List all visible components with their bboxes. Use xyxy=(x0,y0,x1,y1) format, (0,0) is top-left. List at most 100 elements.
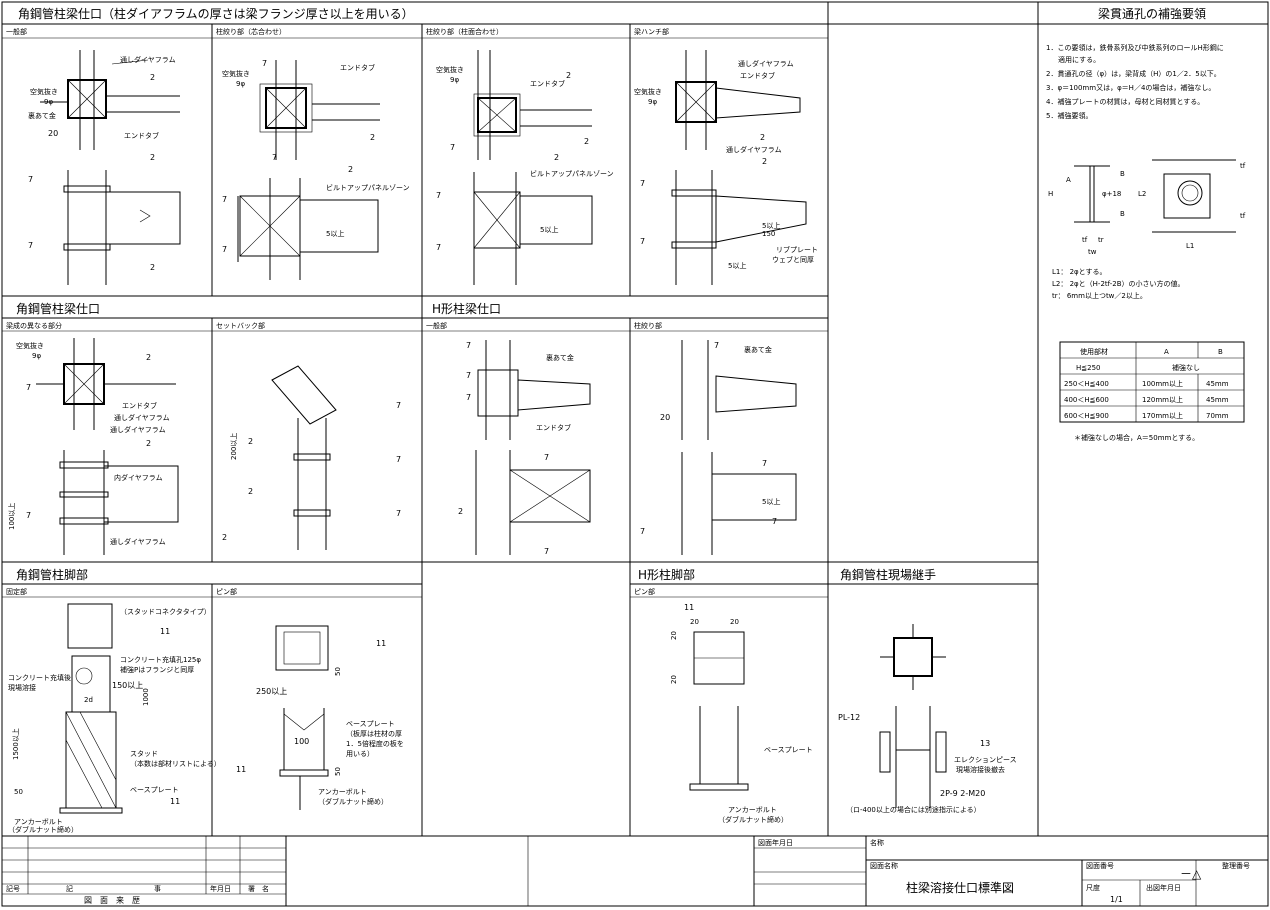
svg-text:9φ: 9φ xyxy=(44,98,53,106)
row2-label-diff-depth: 梁成の異なる部分 xyxy=(6,321,62,330)
svg-text:7: 7 xyxy=(396,509,401,518)
title-block: 記号 記 事 年月日 署 名 図 面 来 歴 図面年月日 名称 図面名称 柱梁溶… xyxy=(2,836,1268,906)
svg-text:L2: L2 xyxy=(1138,190,1146,198)
svg-text:400＜H≦600: 400＜H≦600 xyxy=(1064,396,1109,404)
svg-text:裏あて金: 裏あて金 xyxy=(744,345,772,354)
svg-text:7: 7 xyxy=(466,371,471,380)
svg-text:tf: tf xyxy=(1240,162,1246,170)
svg-text:20: 20 xyxy=(730,618,739,626)
svg-text:通しダイヤフラム: 通しダイヤフラム xyxy=(110,537,166,546)
svg-text:ベースプレート: ベースプレート xyxy=(764,746,813,754)
svg-text:尺度: 尺度 xyxy=(1086,883,1100,892)
row1-label-haunch: 梁ハンチ部 xyxy=(634,27,669,36)
svg-text:7: 7 xyxy=(396,401,401,410)
svg-text:20: 20 xyxy=(670,631,678,640)
svg-text:2: 2 xyxy=(762,157,767,166)
svg-text:tr： 6mm以上つtw／2以上。: tr： 6mm以上つtw／2以上。 xyxy=(1052,291,1147,300)
svg-text:20: 20 xyxy=(690,618,699,626)
svg-text:通しダイヤフラム: 通しダイヤフラム xyxy=(110,425,166,434)
detail-haunch: 通しダイヤフラム エンドタブ 空気抜き 9φ 2 通しダイヤフラム 2 150 … xyxy=(634,50,818,285)
svg-text:5以上: 5以上 xyxy=(762,497,780,506)
svg-text:7: 7 xyxy=(762,459,767,468)
svg-text:署 名: 署 名 xyxy=(248,884,269,893)
svg-text:H≦250: H≦250 xyxy=(1076,364,1101,372)
detail-general-joint: 通しダイヤフラム 2 空気抜き 9φ 裏あて金 エンドタブ 20 2 7 7 2 xyxy=(28,50,181,285)
detail-h-pin-base: 11 20 20 20 20 ベースプレート アンカーボルト （ダブルナット締め… xyxy=(670,603,813,824)
row2-section-left: 角鋼管柱梁仕口 xyxy=(16,301,100,316)
svg-text:（ロ-400以上の場合には別途指示による）: （ロ-400以上の場合には別途指示による） xyxy=(846,805,981,814)
svg-text:年月日: 年月日 xyxy=(210,884,231,893)
svg-text:70mm: 70mm xyxy=(1206,412,1229,420)
svg-text:45mm: 45mm xyxy=(1206,380,1229,388)
svg-text:20: 20 xyxy=(48,129,58,138)
svg-text:9φ: 9φ xyxy=(32,352,41,360)
svg-text:1．この要領は，鉄骨系列及び中鉄系列のロールH形鋼に: 1．この要領は，鉄骨系列及び中鉄系列のロールH形鋼に xyxy=(1046,43,1224,52)
svg-text:アンカーボルト: アンカーボルト xyxy=(728,806,777,814)
svg-text:2: 2 xyxy=(566,71,571,80)
svg-text:tf: tf xyxy=(1082,236,1088,244)
svg-text:整理番号: 整理番号 xyxy=(1222,861,1250,870)
svg-text:空気抜き: 空気抜き xyxy=(222,69,250,78)
reinforcement-title: 梁貫通孔の補強要領 xyxy=(1098,6,1206,21)
svg-text:図 面 来 歴: 図 面 来 歴 xyxy=(84,896,140,905)
svg-text:100mm以上: 100mm以上 xyxy=(1142,379,1183,388)
svg-text:5以上: 5以上 xyxy=(728,261,746,270)
svg-text:（ダブルナット締め）: （ダブルナット締め） xyxy=(8,825,78,834)
svg-text:7: 7 xyxy=(262,59,267,68)
svg-text:150以上: 150以上 xyxy=(112,681,143,690)
reinforcement-defs: L1： 2φとする。 L2： 2φと（H-2tf-2B）の小さい方の値。 tr：… xyxy=(1052,268,1185,300)
svg-text:45mm: 45mm xyxy=(1206,396,1229,404)
svg-text:2: 2 xyxy=(146,439,151,448)
svg-text:7: 7 xyxy=(466,341,471,350)
svg-text:11: 11 xyxy=(160,627,170,636)
row3-label-pin: ピン部 xyxy=(216,587,237,596)
svg-text:2: 2 xyxy=(150,263,155,272)
reinforcement-footnote: ＊補強なしの場合，A＝50mmとする。 xyxy=(1074,433,1199,442)
svg-text:7: 7 xyxy=(436,243,441,252)
svg-text:通しダイヤフラム: 通しダイヤフラム xyxy=(738,59,794,68)
svg-text:ベースプレート: ベースプレート xyxy=(130,786,179,794)
svg-text:2: 2 xyxy=(348,165,353,174)
svg-text:（ダブルナット締め）: （ダブルナット締め） xyxy=(718,815,788,824)
svg-text:B: B xyxy=(1120,170,1125,178)
svg-text:7: 7 xyxy=(28,175,33,184)
svg-text:L1: L1 xyxy=(1186,242,1194,250)
svg-text:B: B xyxy=(1120,210,1125,218)
svg-text:2: 2 xyxy=(458,507,463,516)
svg-text:エレクションピース: エレクションピース xyxy=(954,756,1017,764)
svg-text:120mm以上: 120mm以上 xyxy=(1142,395,1183,404)
reinforcement-figure: H A φ+18 B B tf tr tw L2 L1 tf tf xyxy=(1048,159,1246,256)
svg-text:5以上: 5以上 xyxy=(540,225,558,234)
svg-text:7: 7 xyxy=(640,179,645,188)
detail-pin-base: 11 50 250以上 100 ベースプレート （板厚は柱材の厚 1．5倍程度の… xyxy=(236,625,404,810)
svg-text:使用部材: 使用部材 xyxy=(1080,347,1108,356)
svg-text:（スタッドコネクタタイプ）: （スタッドコネクタタイプ） xyxy=(120,607,211,616)
drawing-name: 柱梁溶接仕口標準図 xyxy=(906,880,1014,895)
svg-text:7: 7 xyxy=(544,453,549,462)
svg-text:11: 11 xyxy=(236,765,246,774)
svg-text:150: 150 xyxy=(762,230,775,238)
svg-text:2．貫通孔の径（φ）は，梁背成（H）の1／2．5以下。: 2．貫通孔の径（φ）は，梁背成（H）の1／2．5以下。 xyxy=(1046,69,1221,78)
row1-label-taper-face: 柱絞り部（柱面合わせ） xyxy=(426,27,503,36)
svg-text:2P-9 2-M20: 2P-9 2-M20 xyxy=(940,789,985,798)
svg-text:L1： 2φとする。: L1： 2φとする。 xyxy=(1052,268,1106,276)
svg-text:250＜H≦400: 250＜H≦400 xyxy=(1064,380,1109,388)
svg-text:通しダイヤフラム: 通しダイヤフラム xyxy=(114,413,170,422)
row2-label-h-taper: 柱絞り部 xyxy=(634,321,662,330)
svg-text:裏あて金: 裏あて金 xyxy=(28,111,56,120)
svg-text:2: 2 xyxy=(150,73,155,82)
row1-label-general: 一般部 xyxy=(6,27,27,36)
svg-text:5以上: 5以上 xyxy=(762,221,780,230)
svg-text:tf: tf xyxy=(1240,212,1246,220)
svg-text:9φ: 9φ xyxy=(236,80,245,88)
svg-text:図面番号: 図面番号 xyxy=(1086,862,1114,870)
svg-text:11: 11 xyxy=(170,797,180,806)
svg-text:tr: tr xyxy=(1098,236,1104,244)
svg-text:2: 2 xyxy=(370,133,375,142)
svg-text:7: 7 xyxy=(640,527,645,536)
svg-text:空気抜き: 空気抜き xyxy=(634,87,662,96)
svg-text:エンドタブ: エンドタブ xyxy=(740,71,775,80)
svg-text:（本数は部材リストによる）: （本数は部材リストによる） xyxy=(130,759,221,768)
svg-text:エンドタブ: エンドタブ xyxy=(536,423,571,432)
